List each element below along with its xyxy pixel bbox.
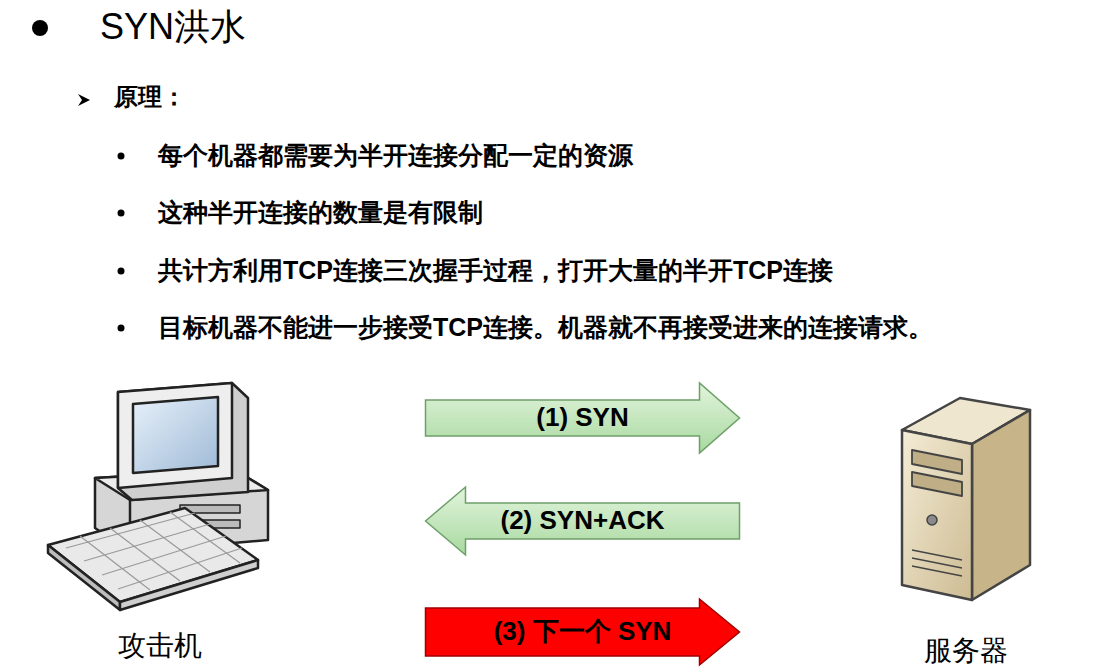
block-arrow (426, 599, 740, 665)
bullet-text: 共计方利用TCP连接三次握手过程，打开大量的半开TCP连接 (158, 255, 833, 285)
title: SYN洪水 (100, 5, 246, 48)
server-node: 服务器 (890, 378, 1042, 668)
arrow-label: (2) SYN+ACK (501, 505, 665, 536)
arrow-label: (1) SYN (536, 402, 628, 433)
computer-icon (48, 383, 268, 610)
bullet-text: 目标机器不能进一步接受TCP连接。机器就不再接受进来的连接请求。 (158, 312, 933, 342)
bullet-text: 每个机器都需要为半开连接分配一定的资源 (158, 140, 633, 170)
dot-bullet (118, 325, 125, 332)
device-label: 服务器 (890, 634, 1042, 668)
arrow-label: (3) 下一个 SYN (494, 616, 672, 647)
arrow-bullet (78, 94, 90, 106)
block-arrow (426, 383, 740, 453)
dot-bullet (118, 153, 125, 160)
attacker-node: 攻击机 (45, 378, 275, 663)
device-label: 攻击机 (45, 629, 275, 663)
dot-bullet (118, 268, 125, 275)
title-bullet (32, 20, 48, 36)
server-icon (902, 398, 1030, 600)
bullet-text: 这种半开连接的数量是有限制 (158, 197, 483, 227)
section-heading: 原理： (114, 83, 186, 112)
block-arrow (426, 487, 740, 555)
dot-bullet (118, 210, 125, 217)
